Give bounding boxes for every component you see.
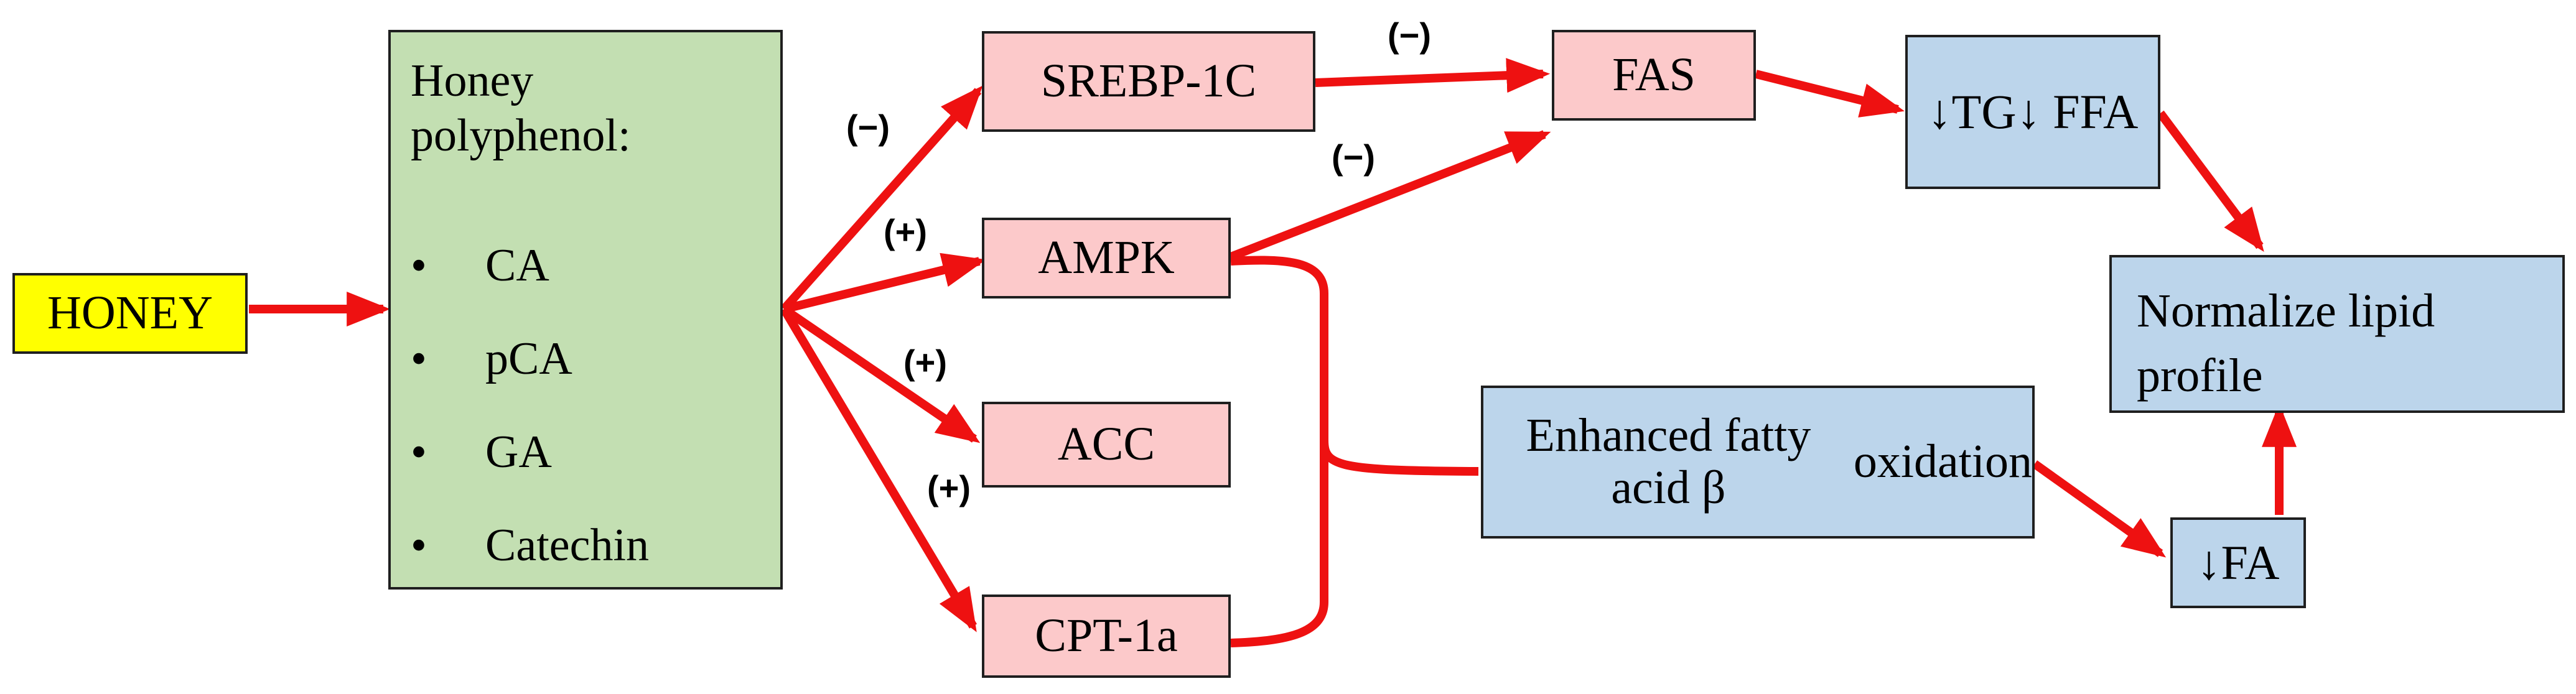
bullet: • (411, 520, 427, 571)
normalize-lipid-profile-box: Normalize lipid profile (2109, 255, 2565, 413)
polyphenol-title-line-2: polyphenol: (411, 110, 631, 161)
honey-polyphenol-box: Honey polyphenol: • CA • pCA • GA • Catechin (388, 30, 783, 590)
polyphenol-item: • CA (411, 219, 649, 312)
fa-box: ↓FA (2170, 517, 2306, 608)
bracket-ampk-cpt-to-beta-oxidation (1230, 256, 1479, 647)
normalize-line-1: Normalize lipid (2137, 285, 2435, 337)
ampk-box: AMPK (982, 218, 1231, 298)
fas-box: FAS (1552, 30, 1756, 121)
polyphenol-item: • pCA (411, 312, 649, 405)
bullet: • (411, 240, 427, 291)
polyphenol-item-label: GA (485, 427, 552, 478)
sign-srebp: (−) (846, 108, 890, 147)
acc-box: ACC (982, 402, 1231, 488)
polyphenol-item-label: Catechin (485, 520, 650, 571)
sign-ampk-fas: (−) (1332, 137, 1375, 177)
arrow-polyphenol-to-srebp (780, 85, 983, 312)
polyphenol-title-line-1: Honey (411, 55, 534, 106)
arrow-polyphenol-to-ampk (783, 252, 986, 313)
bullet: • (411, 333, 427, 384)
beta-oxidation-line-2: oxidation (1853, 435, 2032, 488)
normalize-line-2: profile (2137, 349, 2263, 402)
arrow-polyphenol-to-cpt (780, 307, 978, 632)
arrow-beta-oxidation-to-fa (2032, 460, 2167, 558)
arrow-tg-to-normalize (2157, 110, 2264, 252)
arrow-ampk-to-fas (1229, 130, 1551, 261)
arrow-fas-to-tg (1755, 70, 1905, 118)
polyphenol-list: • CA • pCA • GA • Catechin (411, 219, 649, 592)
polyphenol-item: • Catechin (411, 499, 649, 592)
sign-acc: (+) (903, 343, 947, 382)
polyphenol-title: Honey polyphenol: (411, 53, 631, 163)
polyphenol-item-label: pCA (485, 333, 572, 384)
honey-box: HONEY (12, 273, 248, 354)
beta-oxidation-box: Enhanced fatty acid β oxidation (1481, 386, 2035, 539)
sign-ampk: (+) (884, 212, 927, 251)
tg-label: ↓TG (1927, 85, 2017, 139)
arrow-srebp-to-fas (1315, 58, 1551, 93)
sign-cpt: (+) (927, 468, 971, 507)
beta-oxidation-line-1: Enhanced fatty acid β (1526, 409, 1811, 514)
arrow-polyphenol-to-acc (782, 305, 981, 443)
srebp-1c-box: SREBP-1C (982, 31, 1315, 132)
tg-ffa-box: ↓TG ↓ FFA (1905, 35, 2160, 189)
bullet: • (411, 427, 427, 478)
polyphenol-item-label: CA (485, 240, 549, 291)
sign-srebp-fas: (−) (1388, 16, 1431, 55)
polyphenol-item: • GA (411, 405, 649, 499)
cpt-1a-box: CPT-1a (982, 595, 1231, 678)
ffa-label: ↓ FFA (2016, 85, 2139, 139)
